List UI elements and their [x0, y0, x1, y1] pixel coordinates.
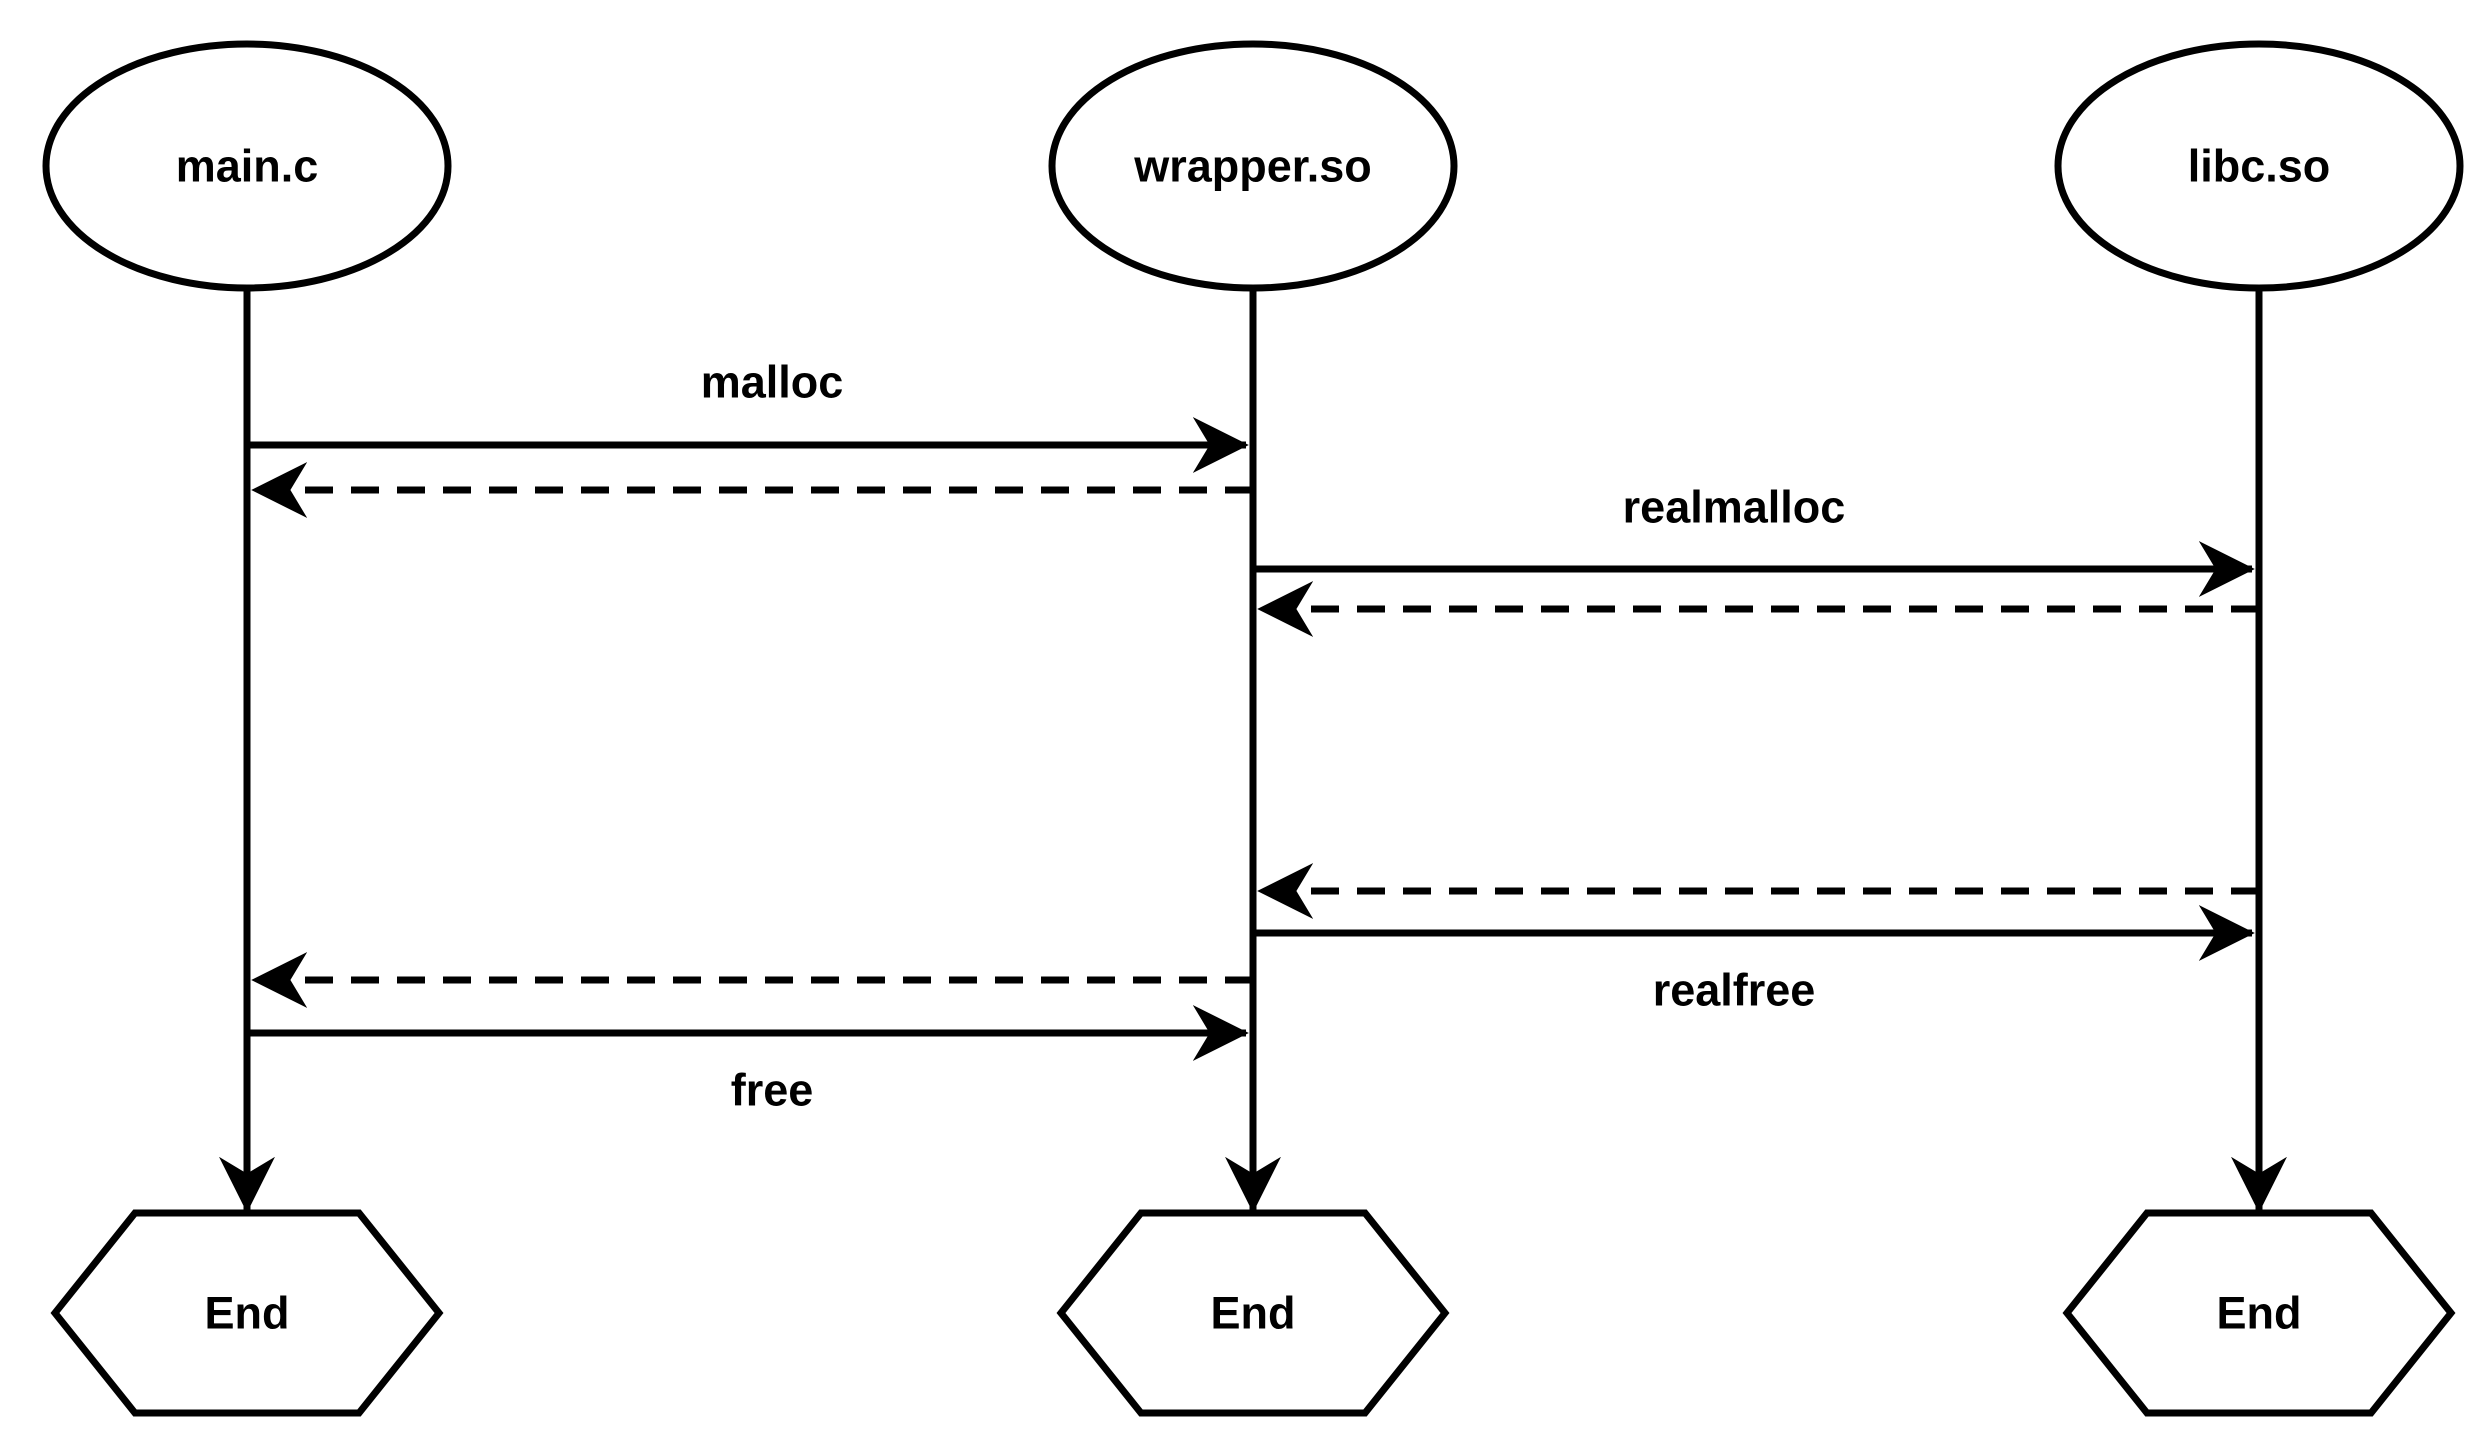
- end-node-main: End: [50, 1209, 444, 1417]
- end-node-wrapper-label: End: [1211, 1288, 1296, 1339]
- participant-main: main.c: [42, 40, 452, 292]
- message-free-label: free: [731, 1065, 814, 1116]
- end-node-main-label: End: [205, 1288, 290, 1339]
- end-node-wrapper: End: [1056, 1209, 1450, 1417]
- message-realmalloc-label: realmalloc: [1623, 482, 1846, 533]
- participant-main-label: main.c: [176, 141, 319, 192]
- end-node-libc: End: [2062, 1209, 2456, 1417]
- participant-wrapper-label: wrapper.so: [1133, 141, 1372, 192]
- message-malloc-label: malloc: [701, 357, 844, 408]
- message-realfree-label: realfree: [1653, 965, 1816, 1016]
- end-node-libc-label: End: [2217, 1288, 2302, 1339]
- participant-libc: libc.so: [2054, 40, 2464, 292]
- message-free: free: [247, 1005, 1249, 1116]
- participant-wrapper: wrapper.so: [1048, 40, 1458, 292]
- message-realfree: realfree: [1253, 905, 2255, 1016]
- message-malloc: malloc: [247, 357, 1249, 473]
- message-realmalloc: realmalloc: [1253, 482, 2255, 597]
- participant-libc-label: libc.so: [2188, 141, 2331, 192]
